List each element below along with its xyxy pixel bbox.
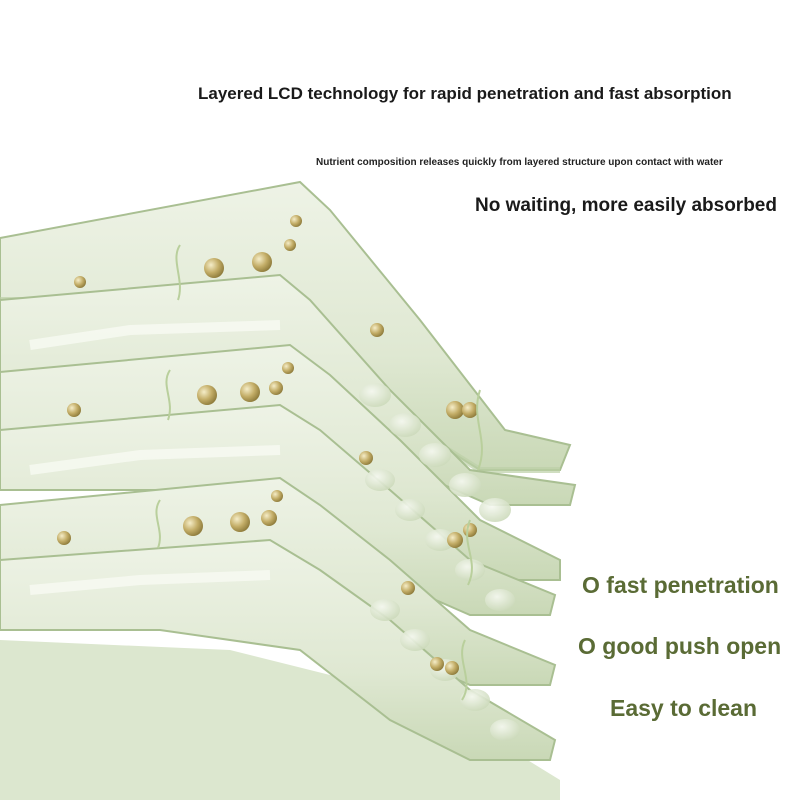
tagline: No waiting, more easily absorbed [475,195,777,216]
subnote: Nutrient composition releases quickly fr… [316,157,723,168]
feature-good-push-open: O good push open [578,633,782,659]
feature-easy-to-clean: Easy to clean [610,695,758,721]
sheet-layer-6 [0,538,557,761]
fibre-strands [155,244,483,701]
nutrient-beads [57,215,478,675]
headline: Layered LCD technology for rapid penetra… [198,84,732,103]
feature-fast-penetration: O fast penetration [582,572,779,598]
base-sheet [0,640,560,800]
